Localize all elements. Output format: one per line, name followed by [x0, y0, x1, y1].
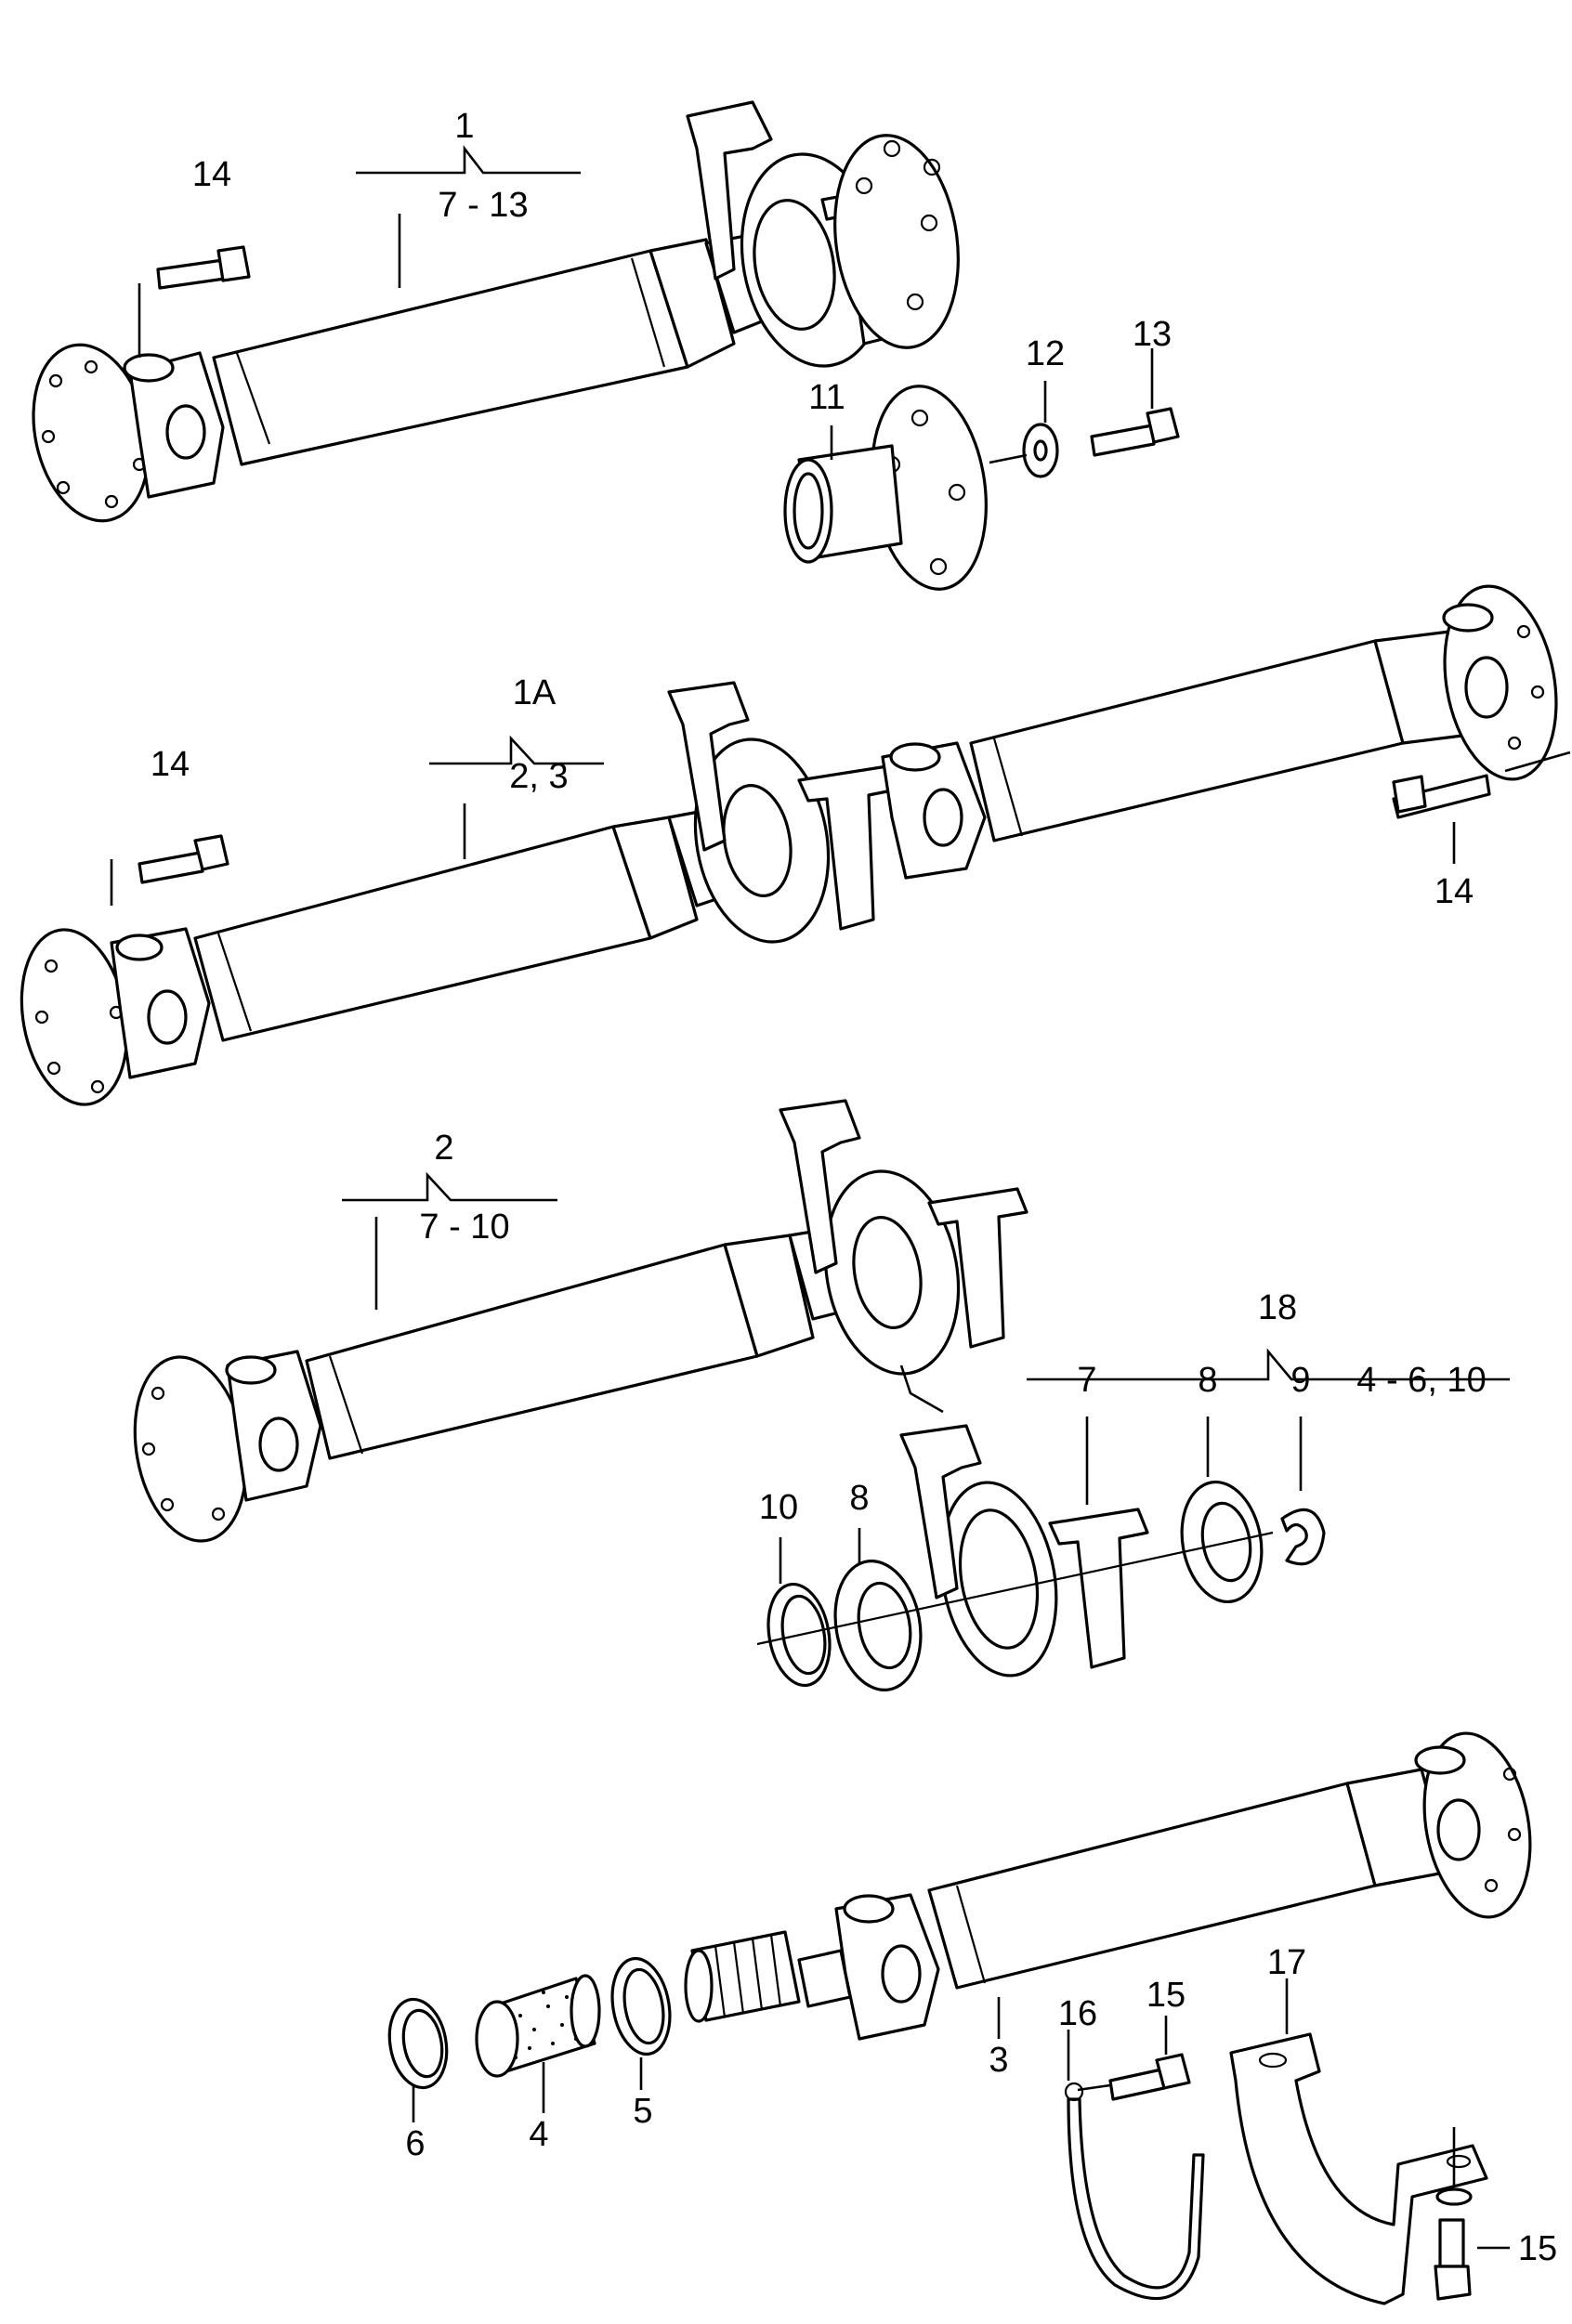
label-18-item-8: 8 [1198, 1361, 1217, 1400]
bolt-15-upper [1077, 2016, 1191, 2101]
label-17: 17 [1267, 1943, 1306, 1982]
label-2-range: 7 - 10 [419, 1208, 509, 1247]
label-18-range: 4 - 6, 10 [1356, 1361, 1486, 1400]
shaft-assembly-1a [20, 584, 1571, 1106]
label-3: 3 [989, 2041, 1008, 2080]
bolt-14-middle-left [138, 834, 229, 884]
shaft-assembly-2 [133, 1099, 1028, 1543]
label-15-lower: 15 [1518, 2229, 1557, 2268]
label-1a: 1A [513, 673, 557, 712]
label-2: 2 [434, 1129, 453, 1168]
label-1a-range: 2, 3 [509, 757, 568, 796]
bearing-kit-18 [756, 1348, 1510, 1691]
label-5: 5 [633, 2092, 652, 2131]
clamp-5 [610, 1956, 672, 2090]
bolt-14-top [156, 245, 251, 290]
spline-lines [714, 1934, 782, 2018]
label-10: 10 [759, 1488, 798, 1527]
label-18-item-7: 7 [1077, 1361, 1096, 1400]
label-16: 16 [1058, 1994, 1097, 2033]
label-8-left: 8 [849, 1479, 869, 1518]
strap-16 [1064, 2030, 1205, 2301]
flange-stub-11 [783, 385, 988, 591]
part-labels: 1 7 - 13 14 11 12 13 1A 2, 3 14 14 2 7 -… [151, 107, 1557, 2268]
label-13: 13 [1133, 315, 1172, 354]
shaft-assembly-1 [32, 100, 960, 523]
label-6: 6 [405, 2124, 425, 2163]
label-18: 18 [1258, 1288, 1297, 1327]
label-14-top: 14 [192, 155, 231, 194]
shaft-assembly-3 [684, 1731, 1532, 2041]
label-1: 1 [454, 107, 474, 146]
bolt-15-lower [1434, 2127, 1510, 2301]
boot-4 [475, 1974, 601, 2113]
bolt-14-middle-right [1392, 774, 1491, 864]
washer-12 [1022, 381, 1059, 478]
label-18-item-9: 9 [1290, 1361, 1310, 1400]
clamp-6 [387, 1997, 449, 2122]
bracket-17 [1229, 1978, 1488, 2305]
label-15-upper: 15 [1146, 1976, 1186, 2015]
label-14-middle-left: 14 [151, 745, 190, 784]
bolt-13 [989, 348, 1180, 464]
label-4: 4 [529, 2115, 548, 2154]
label-11: 11 [808, 378, 845, 417]
boot-texture [514, 1991, 578, 2059]
label-1-range: 7 - 13 [438, 186, 528, 225]
label-12: 12 [1026, 334, 1065, 373]
label-14-middle-right: 14 [1434, 872, 1474, 911]
